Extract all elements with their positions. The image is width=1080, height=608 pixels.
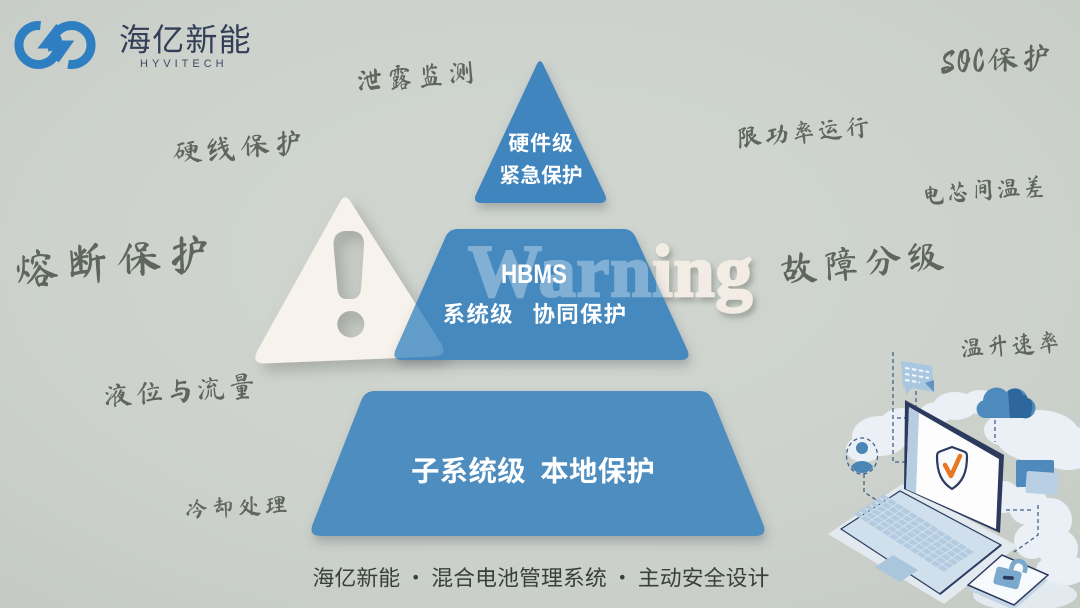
svg-text:HBMS: HBMS — [501, 259, 567, 289]
svg-text:HYVITECH: HYVITECH — [140, 58, 228, 70]
